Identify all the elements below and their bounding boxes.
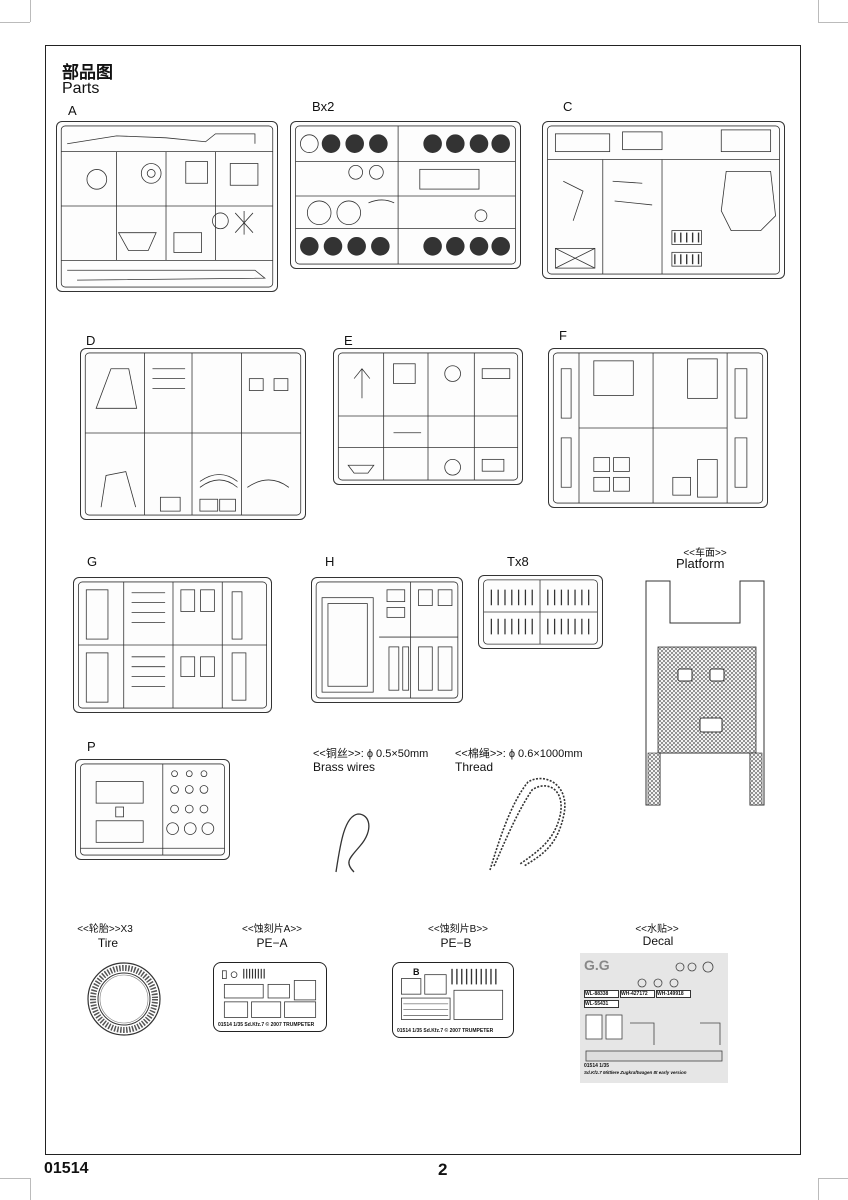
- footer-product-code: 01514: [44, 1160, 89, 1177]
- sprue-label-t: Tx8: [507, 554, 529, 569]
- decal-caption: Sd.Kfz.7 Mittlere Zugkraftwagen 8t early…: [584, 1070, 687, 1075]
- platform-label-en: Platform: [676, 556, 725, 571]
- peb-label-en: PE−B: [440, 936, 472, 950]
- thread-spec: ϕ 0.6×1000mm: [508, 748, 583, 760]
- peb-letter: B: [413, 967, 420, 977]
- tire-drawing: [87, 962, 161, 1036]
- sprue-a-drawing: [56, 121, 278, 292]
- sprue-g-drawing: [73, 577, 272, 713]
- sprue-c-drawing: [542, 121, 785, 279]
- peb-label-cn: <<蚀刻片B>>: [427, 924, 489, 935]
- sprue-b-drawing: [290, 121, 521, 269]
- sprue-label-h: H: [325, 554, 335, 569]
- sprue-label-a: A: [68, 103, 77, 118]
- sprue-p-drawing: [75, 759, 230, 860]
- sprue-f-drawing: [548, 348, 768, 508]
- sprue-e-drawing: [333, 348, 523, 485]
- sprue-d-drawing: [80, 348, 306, 520]
- brass-spec: ϕ 0.5×50mm: [366, 748, 429, 760]
- title-chinese: 部品图: [62, 63, 113, 82]
- decal-g-marks: G.G: [584, 957, 610, 973]
- sprue-label-g: G: [87, 554, 98, 569]
- pea-plate: 01514 1/35 Sd.Kfz.7 © 2007 TRUMPETER: [213, 962, 327, 1032]
- tire-label-cn: <<轮胎>>X3: [77, 924, 133, 935]
- decal-plate-2: WH-427172: [620, 990, 655, 998]
- decal-plate-3: WH-149918: [656, 990, 691, 998]
- brass-label-en: Brass wires: [313, 760, 376, 774]
- pea-plate-text: 01514 1/35 Sd.Kfz.7 © 2007 TRUMPETER: [218, 1022, 315, 1028]
- tire-label-en: Tire: [97, 936, 119, 950]
- decal-label-en: Decal: [642, 934, 674, 948]
- sprue-label-f: F: [559, 328, 567, 343]
- decal-plate-4: WL-55431: [584, 1000, 619, 1008]
- peb-plate-text: 01514 1/35 Sd.Kfz.7 © 2007 TRUMPETER: [397, 1028, 494, 1034]
- sprue-label-c: C: [563, 99, 573, 114]
- pea-label-en: PE−A: [256, 936, 288, 950]
- page-frame: [45, 45, 801, 1155]
- pea-label-cn: <<蚀刻片A>>: [241, 924, 303, 935]
- decal-plate-1: WL-88338: [584, 990, 619, 998]
- brass-wire-drawing: [335, 813, 370, 873]
- title-english: Parts: [62, 80, 100, 97]
- sprue-t-drawing: [478, 575, 603, 649]
- sprue-label-p: P: [87, 739, 96, 754]
- thread-drawing: [489, 777, 566, 871]
- decal-label-cn: <<水贴>>: [635, 924, 679, 935]
- brass-label-cn: <<铜丝>>:: [313, 748, 364, 760]
- platform-drawing: [645, 580, 765, 806]
- footer-page-number: 2: [438, 1160, 448, 1179]
- sprue-label-e: E: [344, 333, 353, 348]
- thread-label-cn: <<棉绳>>:: [455, 748, 506, 760]
- platform-label-cn: <<车面>>: [683, 548, 727, 559]
- thread-label-en: Thread: [455, 760, 494, 774]
- sprue-h-drawing: [311, 577, 463, 703]
- peb-plate: B 01514 1/35 Sd.Kfz.7 © 2007 TRUMPETER: [392, 962, 514, 1038]
- sprue-label-d: D: [86, 333, 96, 348]
- decal-code: 01514 1/35: [584, 1063, 610, 1069]
- sprue-label-b: Bx2: [312, 99, 335, 114]
